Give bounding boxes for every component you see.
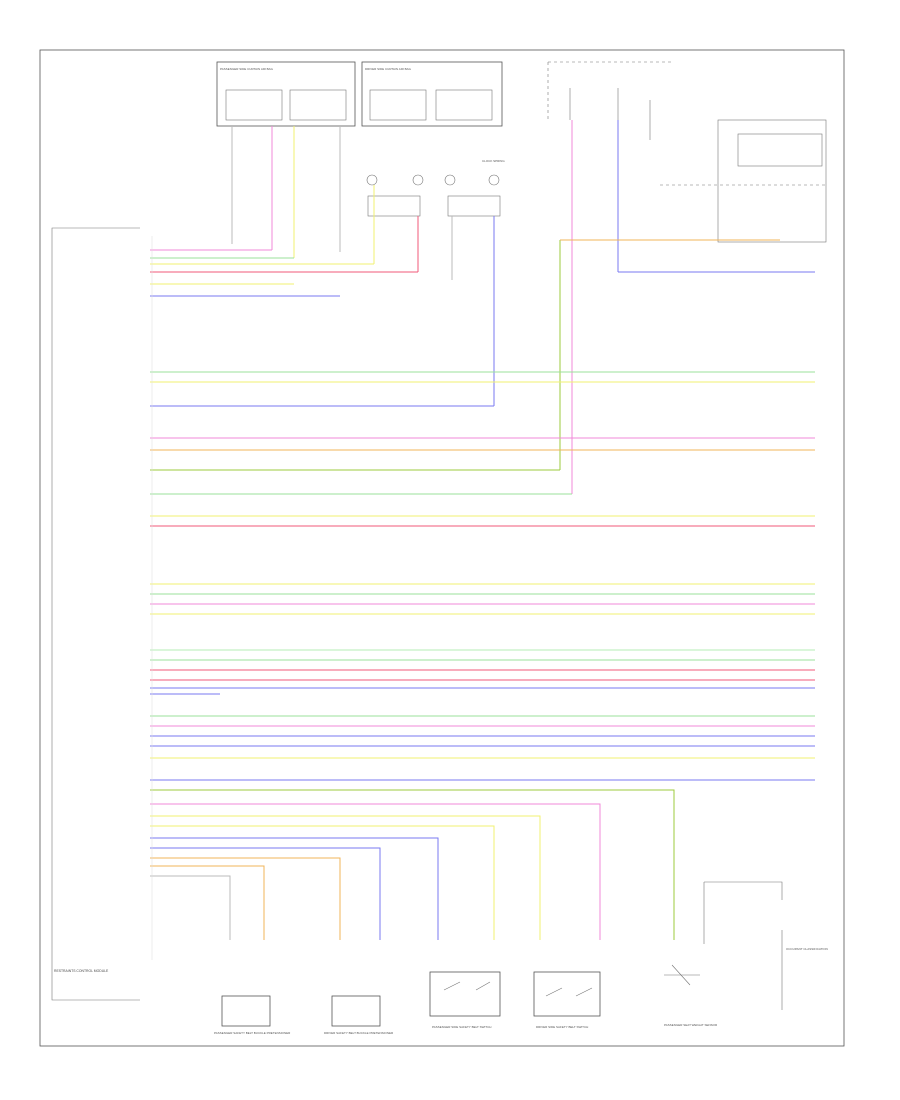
side-airbag-box-1: [367, 195, 421, 217]
passenger-curtain-airbag-box: [216, 61, 356, 127]
seat-weight-sensor-label: PASSENGER SEAT WEIGHT SENSOR: [664, 1023, 718, 1027]
driver-pretensioner-label: DRIVER SAFETY BELT BUCKLE PRETENSIONER: [324, 1031, 394, 1035]
wire-group-1: [150, 239, 815, 297]
clock-spring-label: CLOCK SPRING: [482, 159, 505, 163]
driver-switch-symbol: [545, 987, 593, 997]
driver-inflator-2: [435, 89, 493, 121]
driver-airbag-leads: [569, 88, 651, 140]
dash-module-box: [717, 119, 827, 243]
passenger-curtain-label: PASSENGER SIDE CURTAIN AIR BAG: [220, 67, 274, 71]
passenger-inflator-1: [225, 89, 283, 121]
driver-belt-switch-box: [533, 971, 601, 1017]
connector-circle: [488, 174, 500, 186]
wire-group-2: [150, 371, 815, 781]
steering-wheel-outline: [547, 61, 672, 120]
passenger-belt-switch-label: PASSENGER SIDE SAFETY BELT SWITCH: [432, 1025, 491, 1029]
occupant-class-bracket: [703, 881, 783, 944]
driver-curtain-label: DRIVER SIDE CURTAIN AIR BAG: [365, 67, 412, 71]
module-bracket: [51, 227, 140, 1001]
passenger-inflator-2: [289, 89, 347, 121]
occupant-class-label: OCCUPANT CLASSIFICATION: [786, 947, 828, 951]
wire-group-3: [150, 789, 675, 940]
driver-pretensioner-box: [331, 995, 381, 1027]
module-label: RESTRAINTS CONTROL MODULE: [54, 969, 109, 973]
driver-inflator-1: [369, 89, 427, 121]
passenger-pretensioner-box: [221, 995, 271, 1027]
driver-curtain-airbag-box: [361, 61, 503, 127]
passenger-airbag-box: [737, 133, 823, 167]
top-drops: [231, 120, 619, 494]
driver-belt-switch-label: DRIVER SIDE SAFETY BELT SWITCH: [536, 1025, 588, 1029]
side-airbag-box-2: [447, 195, 501, 217]
seat-weight-sensor-symbol: [664, 964, 700, 986]
connector-circle: [444, 174, 456, 186]
diagram-frame: [39, 49, 845, 1047]
connector-circle: [366, 174, 378, 186]
passenger-switch-symbol: [443, 981, 491, 991]
passenger-belt-switch-box: [429, 971, 501, 1017]
connector-circle: [412, 174, 424, 186]
passenger-pretensioner-label: PASSENGER SAFETY BELT BUCKLE PRETENSIONE…: [214, 1031, 291, 1035]
